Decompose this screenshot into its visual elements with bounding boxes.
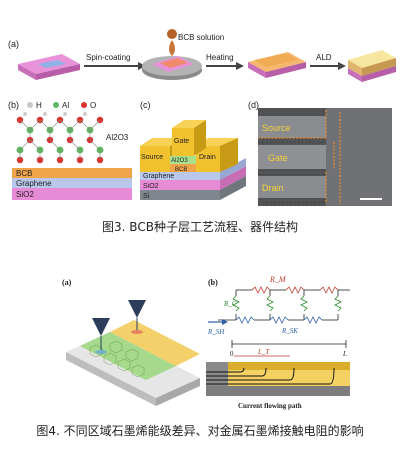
axis-zero: 0	[230, 350, 234, 358]
fig3-d-label: (d)	[248, 100, 259, 110]
chip-heated	[248, 52, 306, 78]
legend-al: Al	[62, 101, 69, 110]
current-path-diagram	[206, 362, 350, 396]
fig3-panel-d: (d) Source Gate Drain	[248, 100, 392, 206]
fig4-panel-b: (b) R_M	[206, 275, 350, 410]
al2o3-channel	[170, 156, 196, 164]
fig3-b-label: (b)	[8, 100, 19, 110]
source-label-d: Source	[262, 123, 291, 133]
layer-stack-b	[12, 168, 132, 200]
rsh-label: R_SH	[207, 328, 225, 336]
rsk-label: R_SK	[281, 327, 298, 335]
graphene-region-a	[80, 332, 176, 380]
gate-electrode	[172, 120, 206, 128]
bcb-label-c: BCB	[175, 167, 187, 173]
probe-tip-right	[128, 300, 146, 334]
fig3-a-label: (a)	[8, 39, 19, 49]
drain-label-d: Drain	[262, 183, 284, 193]
rm-label: R_M	[269, 275, 287, 284]
figure3-caption: 图3. BCB种子层工艺流程、器件结构	[102, 220, 298, 234]
al2o3-label-c: Al2O3	[171, 158, 188, 164]
layer-bcb-label: BCB	[16, 169, 32, 178]
bcb-layer	[12, 168, 132, 178]
gate-label-d: Gate	[268, 153, 288, 163]
fig3-panel-c: (c) Gate Source Al2O3 BCB Drain Graphene…	[140, 100, 246, 200]
bcb-solution-label: BCB solution	[178, 33, 224, 42]
rc-label: R_C	[223, 300, 237, 308]
sio2-substrate-c	[140, 180, 220, 190]
legend-o: O	[90, 101, 96, 110]
chip-ald	[348, 50, 396, 82]
fig4-b-label: (b)	[208, 278, 218, 287]
layer-graphene-label: Graphene	[16, 179, 52, 188]
chip-spin-coating	[142, 29, 202, 80]
aluminum-legend-icon	[53, 102, 59, 108]
atom-legend: H Al O	[27, 101, 96, 110]
axis-l: L	[342, 350, 347, 358]
legend-h: H	[36, 101, 42, 110]
fig4-a-label: (a)	[62, 278, 72, 287]
step-ald: ALD	[316, 53, 332, 62]
arrow-spin-coating	[84, 62, 146, 70]
atomic-lattice	[16, 112, 104, 164]
current-input-arrow	[208, 319, 228, 325]
fig3-panel-a: (a) Spin-coating BCB solution	[8, 29, 396, 82]
figure4-caption: 图4. 不同区域石墨烯能级差异、对金属石墨烯接触电阻的影响	[36, 424, 364, 438]
arrow-ald	[310, 62, 346, 70]
step-spin-coating: Spin-coating	[86, 53, 130, 62]
source-label-c: Source	[141, 154, 163, 161]
oxygen-legend-icon	[81, 102, 87, 108]
al2o3-label-b: Al2O3	[106, 133, 129, 142]
chip-initial	[18, 54, 80, 80]
graphene-layer	[12, 178, 132, 188]
step-heating: Heating	[206, 53, 234, 62]
graphene-substrate-c	[140, 172, 220, 180]
fig4-panel-a: (a)	[62, 278, 200, 406]
arrow-heating	[206, 62, 244, 70]
current-flowing-path-caption: Current flowing path	[238, 402, 302, 410]
resistor-network	[218, 286, 350, 324]
hydrogen-legend-icon	[27, 102, 33, 108]
si-label-c: Si	[143, 193, 150, 200]
graphene-label-c: Graphene	[143, 173, 174, 180]
lt-label: L_T	[257, 348, 270, 356]
gate-label-c: Gate	[174, 138, 189, 145]
fig3-panel-b: (b) H Al O	[8, 100, 132, 200]
drain-label-c: Drain	[199, 154, 216, 161]
source-electrode	[140, 138, 182, 146]
sio2-label-c: SiO2	[143, 183, 159, 190]
sio2-layer	[12, 188, 132, 200]
fig3-c-label: (c)	[140, 100, 151, 110]
bcb-channel	[170, 164, 196, 172]
probe-tip-left	[92, 318, 110, 354]
layer-sio2-label: SiO2	[16, 190, 34, 199]
